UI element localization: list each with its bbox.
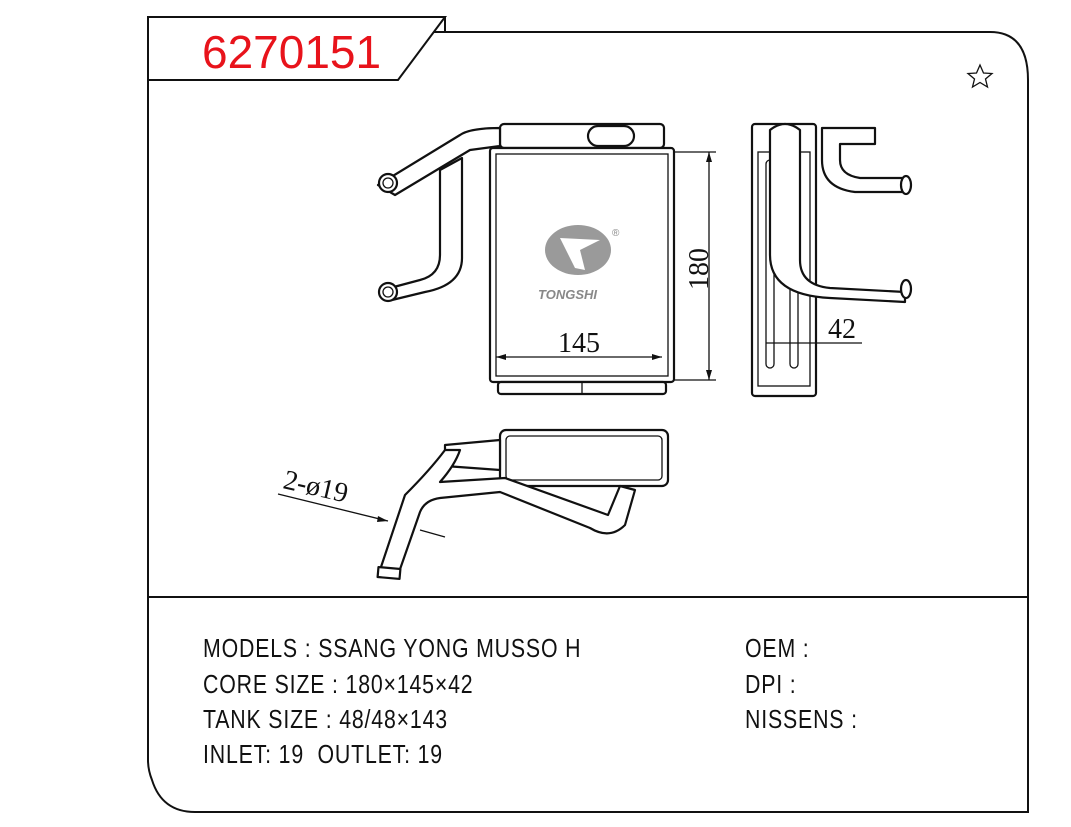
top-view: 2-ø19 bbox=[277, 428, 670, 581]
svg-text:TONGSHI: TONGSHI bbox=[538, 287, 597, 302]
front-view: ® TONGSHI 180 145 bbox=[376, 122, 716, 396]
svg-text:®: ® bbox=[612, 228, 620, 239]
part-number: 6270151 bbox=[202, 26, 381, 78]
dimension-width: 145 bbox=[558, 328, 600, 359]
dimension-depth: 42 bbox=[828, 314, 856, 345]
spec-oem: OEM : bbox=[745, 633, 810, 663]
dimension-pipe-diameter: 2-ø19 bbox=[280, 465, 351, 510]
spec-nissens: NISSENS : bbox=[745, 704, 858, 734]
part-number-tab bbox=[147, 16, 447, 81]
spec-core-size: CORE SIZE : 180×145×42 bbox=[203, 669, 474, 699]
tongshi-logo: ® TONGSHI bbox=[538, 225, 620, 302]
spec-dpi: DPI : bbox=[745, 669, 797, 699]
spec-tank-size: TANK SIZE : 48/48×143 bbox=[203, 704, 448, 734]
sheet-frame bbox=[147, 31, 1029, 813]
dimension-height: 180 bbox=[684, 248, 715, 290]
side-view: 42 bbox=[750, 122, 913, 398]
spec-models: MODELS : SSANG YONG MUSSO H bbox=[203, 633, 582, 663]
star-outline-icon[interactable] bbox=[966, 63, 994, 89]
spec-inlet-outlet: INLET: 19 OUTLET: 19 bbox=[203, 739, 443, 769]
